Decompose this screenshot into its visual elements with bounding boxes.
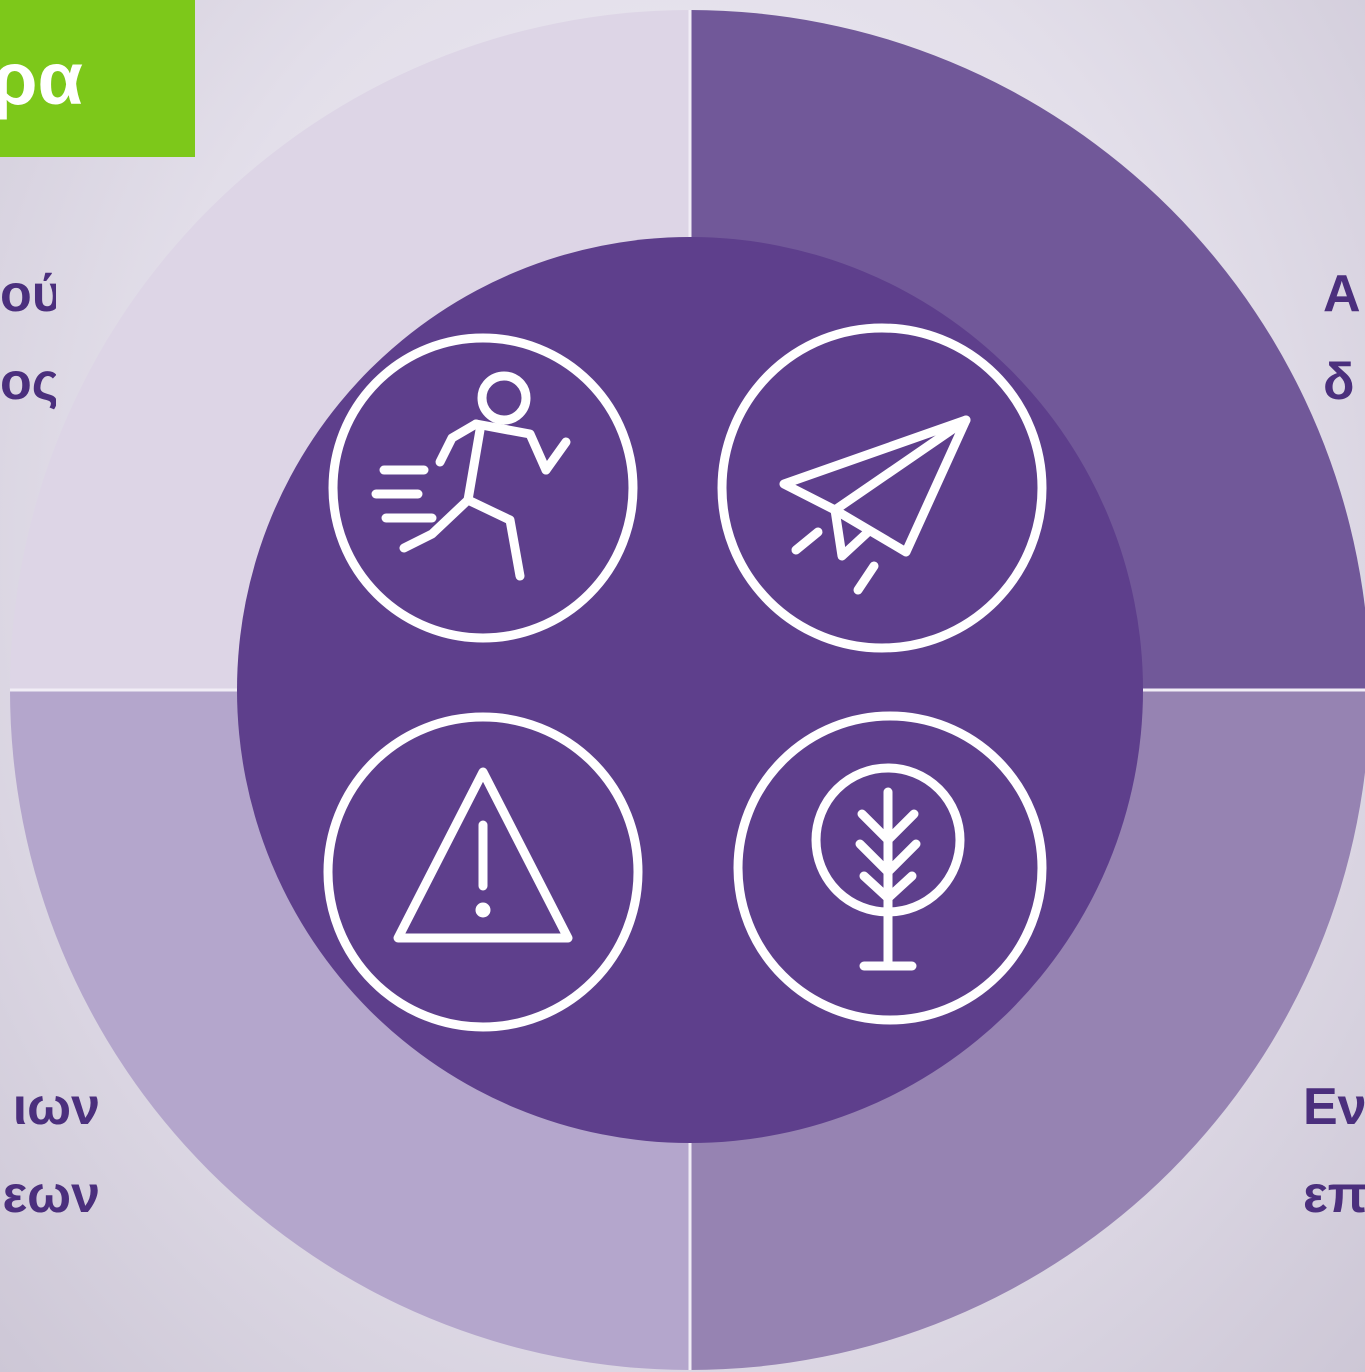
label-bottom-right: Εν επ: [1303, 1063, 1365, 1239]
tree-icon: [733, 711, 1047, 1025]
label-top-left-line-1: ού: [0, 265, 56, 323]
label-bottom-left-line-2: εων: [2, 1166, 100, 1224]
tree-icon-ring: [733, 711, 1047, 1025]
warning-triangle-icon: [323, 712, 643, 1032]
label-bottom-right-line-2: επ: [1303, 1166, 1365, 1224]
running-person-icon-ring: [328, 333, 638, 643]
warning-triangle-icon-ring: [323, 712, 643, 1032]
label-top-right: Α δ: [1323, 250, 1365, 426]
running-person-icon: [328, 333, 638, 643]
paper-plane-icon: [717, 323, 1047, 653]
center-disk: [237, 237, 1143, 1143]
label-bottom-left: ιων εων: [0, 1063, 100, 1239]
label-top-left: ού ος: [0, 250, 56, 426]
label-bottom-right-line-1: Εν: [1303, 1078, 1365, 1136]
label-top-right-line-1: Α: [1323, 265, 1361, 323]
page-title: ρα: [0, 0, 195, 157]
label-bottom-left-line-1: ιων: [12, 1078, 100, 1136]
paper-plane-icon-ring: [717, 323, 1047, 653]
label-top-right-line-2: δ: [1323, 353, 1355, 411]
label-top-left-line-2: ος: [0, 353, 56, 411]
